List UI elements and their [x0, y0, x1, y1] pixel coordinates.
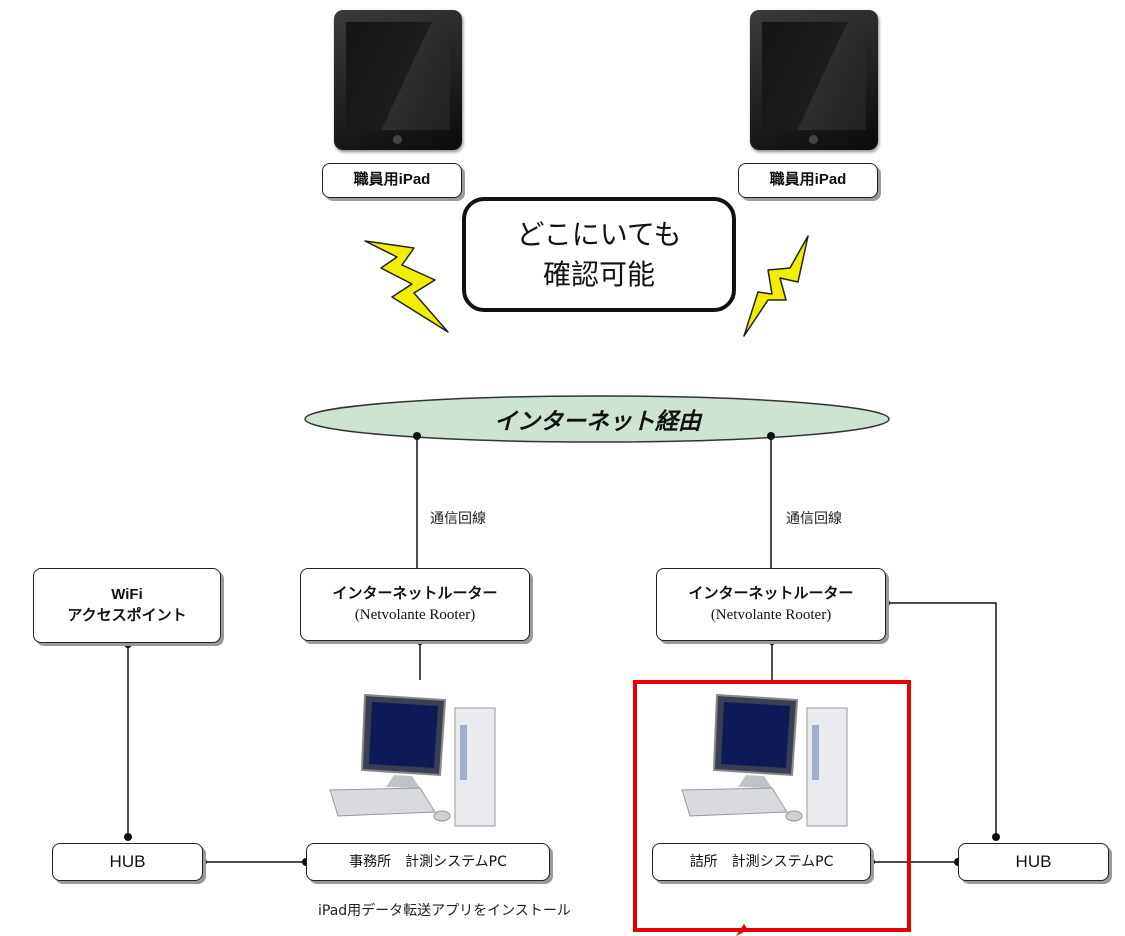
highlight-box: [633, 680, 911, 932]
connector-dot: [124, 833, 132, 841]
install-note: iPad用データ転送アプリをインストール: [318, 903, 571, 919]
ipad-image-right: [750, 10, 878, 150]
ipad-label-left: 職員用iPad: [322, 163, 462, 198]
router-left-line-2: (Netvolante Rooter): [354, 606, 476, 623]
line-label-left: 通信回線: [430, 511, 486, 527]
desktop-pc-image-right: [681, 693, 848, 827]
desktop-pc-image-left: [329, 693, 496, 827]
station-pc-label: 詰所 計測システムPC: [652, 843, 871, 881]
ipad-image-left: [334, 10, 462, 150]
connector-dot: [767, 432, 775, 440]
callout-anywhere: どこにいても 確認可能: [462, 197, 736, 312]
connector-dot: [413, 432, 421, 440]
router-left-line-1: インターネットルーター: [332, 585, 498, 603]
wifi-access-point: WiFi アクセスポイント: [33, 568, 221, 643]
hub-left-label: HUB: [109, 851, 146, 871]
lightning-bolt-right: [743, 235, 809, 337]
hub-right: HUB: [958, 843, 1109, 881]
internet-label: インターネット経由: [494, 408, 701, 434]
lightning-bolt-left: [364, 240, 449, 333]
callout-line-2: 確認可能: [542, 257, 655, 291]
hub-left: HUB: [52, 843, 203, 881]
router-right: インターネットルーター (Netvolante Rooter): [656, 568, 886, 641]
hub-right-label: HUB: [1015, 851, 1052, 871]
connector-dot: [992, 833, 1000, 841]
router-left: インターネットルーター (Netvolante Rooter): [300, 568, 530, 641]
router-right-line-2: (Netvolante Rooter): [710, 606, 832, 623]
callout-line-1: どこにいても: [516, 218, 682, 252]
internet-ellipse: [304, 395, 890, 443]
ipad-label-right: 職員用iPad: [738, 163, 878, 198]
router-right-line-1: インターネットルーター: [688, 585, 854, 603]
wifi-line-2: アクセスポイント: [67, 606, 187, 624]
line-label-right: 通信回線: [786, 511, 842, 527]
wifi-line-1: WiFi: [111, 586, 143, 604]
office-pc-label: 事務所 計測システムPC: [306, 843, 550, 881]
line-router-hub-right: [886, 602, 997, 837]
